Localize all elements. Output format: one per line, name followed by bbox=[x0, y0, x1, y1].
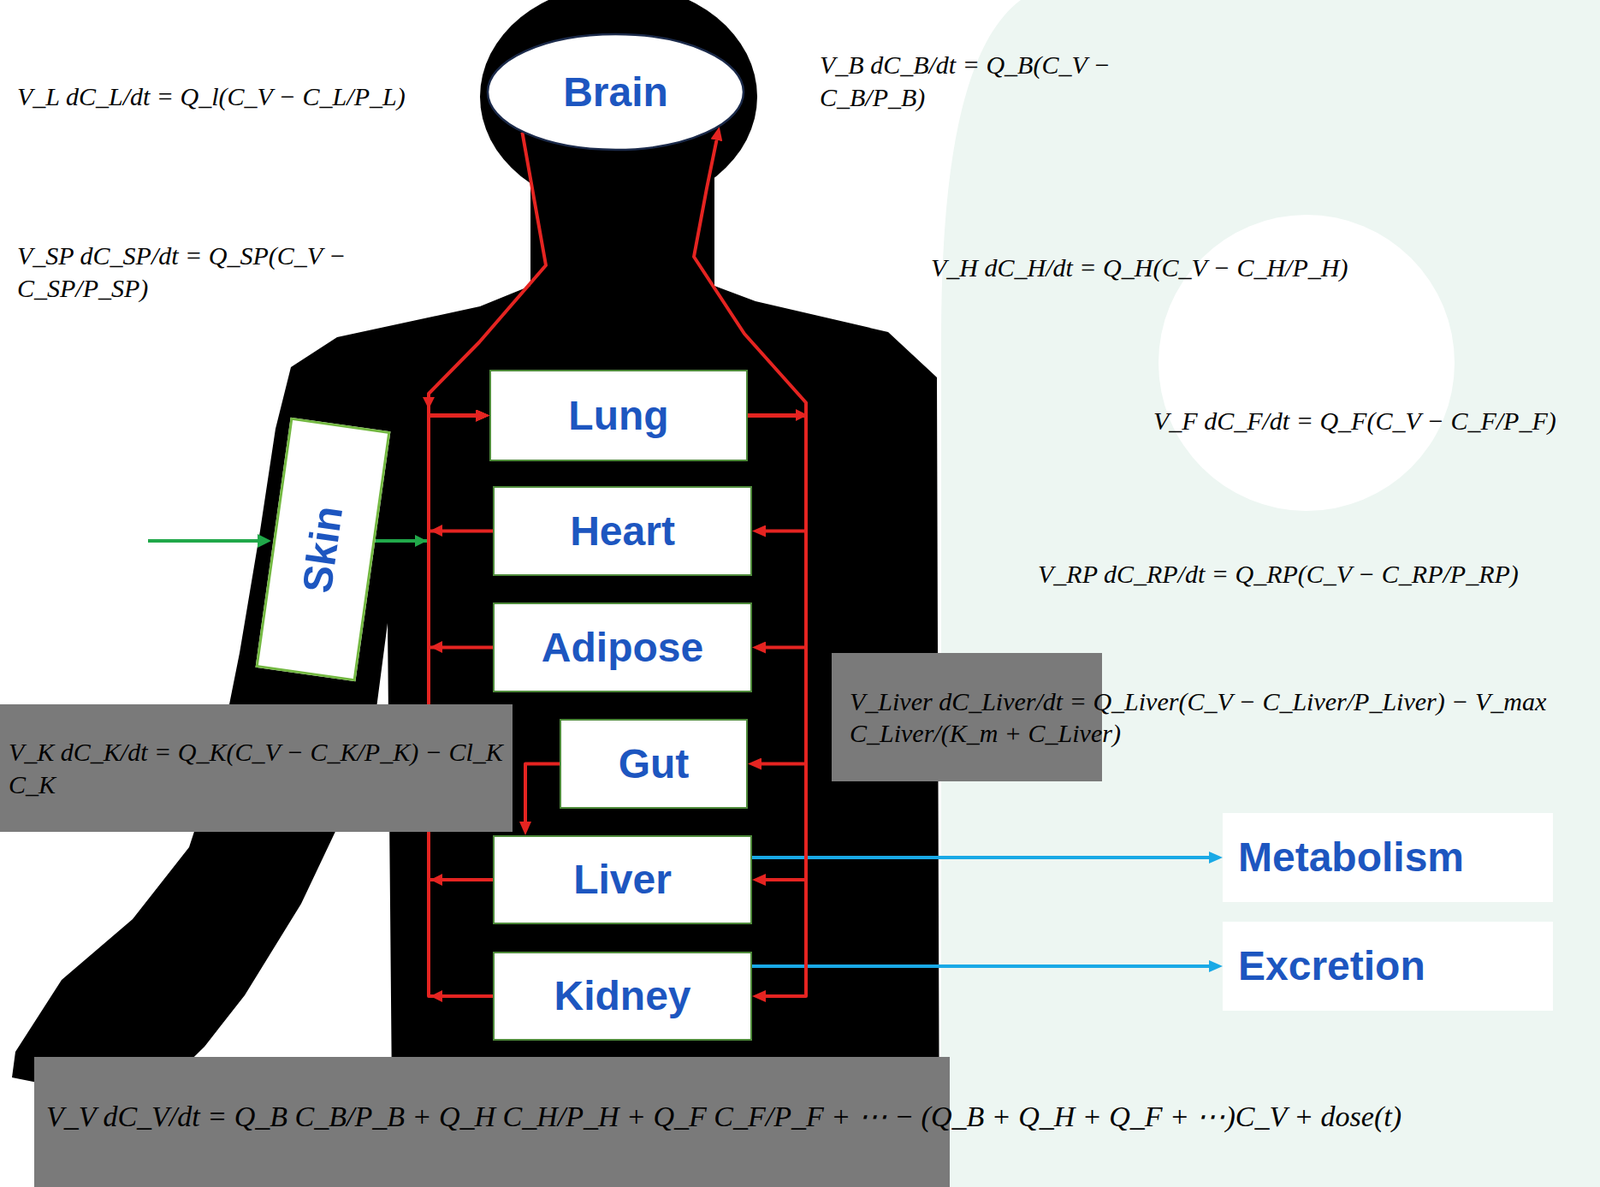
equation: V_Liver dC_Liver/dt = Q_Liver(C_V − C_Li… bbox=[849, 685, 1585, 750]
node-label: Liver bbox=[573, 855, 672, 903]
equation: V_V dC_V/dt = Q_B C_B/P_B + Q_H C_H/P_H … bbox=[46, 1098, 1402, 1136]
organ-box: Liver bbox=[492, 835, 753, 925]
flow-connector bbox=[428, 415, 493, 648]
gray-patch bbox=[831, 652, 1103, 782]
brain-ellipse-shape bbox=[487, 34, 744, 150]
arrowhead bbox=[257, 533, 272, 548]
equation: V_K dC_K/dt = Q_K(C_V − C_K/P_K) − Cl_K … bbox=[8, 735, 506, 800]
equation-box: V_K dC_K/dt = Q_K(C_V − C_K/P_K) − Cl_K … bbox=[0, 704, 513, 832]
equation: V_SP dC_SP/dt = Q_SP(C_V − C_SP/P_SP) bbox=[17, 239, 470, 304]
flow-connector bbox=[747, 415, 806, 532]
organ-box: Heart bbox=[492, 485, 753, 576]
equation: V_RP dC_RP/dt = Q_RP(C_V − C_RP/P_RP) bbox=[1037, 557, 1519, 591]
equation-box: V_F dC_F/dt = Q_F(C_V − C_F/P_F) bbox=[1146, 395, 1592, 447]
arrowhead bbox=[795, 408, 808, 421]
equation-box: V_Liver dC_Liver/dt = Q_Liver(C_V − C_Li… bbox=[842, 652, 1592, 782]
equation: V_F dC_F/dt = Q_F(C_V − C_F/P_F) bbox=[1153, 404, 1557, 438]
output-box: Metabolism bbox=[1222, 812, 1553, 902]
flow-connector bbox=[752, 855, 1209, 860]
arrowhead bbox=[422, 397, 435, 409]
equation-box: V_H dC_H/dt = Q_H(C_V − C_H/P_H) bbox=[924, 242, 1421, 294]
arrowhead bbox=[414, 534, 427, 547]
equation-box: V_L dC_L/dt = Q_l(C_V − C_L/P_L) bbox=[10, 71, 413, 123]
equation: V_B dC_B/dt = Q_B(C_V − C_B/P_B) bbox=[819, 48, 1217, 113]
node-label: Brain bbox=[562, 68, 669, 116]
node-label: Heart bbox=[569, 507, 676, 555]
equation-box: V_RP dC_RP/dt = Q_RP(C_V − C_RP/P_RP) bbox=[1031, 548, 1528, 600]
node-label: Kidney bbox=[553, 971, 691, 1020]
input-arrow bbox=[148, 539, 259, 543]
flow-connector bbox=[752, 964, 1209, 968]
node-label: Metabolism bbox=[1238, 833, 1464, 881]
flow-connector bbox=[747, 415, 806, 881]
equation: V_L dC_L/dt = Q_l(C_V − C_L/P_L) bbox=[17, 80, 406, 113]
organ-box: Gut bbox=[559, 718, 748, 809]
body-neck bbox=[530, 145, 715, 309]
flow-connector bbox=[747, 415, 806, 648]
arrowhead bbox=[430, 989, 443, 1002]
output-box: Excretion bbox=[1222, 921, 1553, 1011]
brain-ellipse: Brain bbox=[485, 32, 746, 152]
equation-box: V_B dC_B/dt = Q_B(C_V − C_B/P_B) bbox=[812, 48, 1224, 113]
arrowhead bbox=[430, 640, 443, 653]
arrowhead bbox=[430, 873, 443, 886]
equation: V_H dC_H/dt = Q_H(C_V − C_H/P_H) bbox=[930, 251, 1348, 285]
flow-connector bbox=[747, 415, 806, 765]
arrowhead bbox=[430, 524, 443, 537]
background-shape bbox=[941, 0, 1600, 1187]
flow-connector bbox=[747, 415, 806, 997]
node-label: Adipose bbox=[541, 623, 704, 671]
node-label: Excretion bbox=[1238, 942, 1426, 990]
organ-box: Adipose bbox=[492, 602, 753, 693]
skin-box: Skin bbox=[254, 417, 391, 682]
equation-box: V_V dC_V/dt = Q_B C_B/P_B + Q_H C_H/P_H … bbox=[34, 1069, 1558, 1164]
equation-box: V_SP dC_SP/dt = Q_SP(C_V − C_SP/P_SP) bbox=[10, 239, 477, 304]
organ-box: Lung bbox=[489, 369, 748, 462]
flow-connector bbox=[525, 764, 560, 823]
node-label: Gut bbox=[618, 740, 690, 788]
flow-connector bbox=[428, 415, 493, 532]
node-label: Lung bbox=[568, 391, 669, 439]
organ-box: Kidney bbox=[492, 951, 753, 1041]
node-label: Skin bbox=[293, 503, 353, 596]
